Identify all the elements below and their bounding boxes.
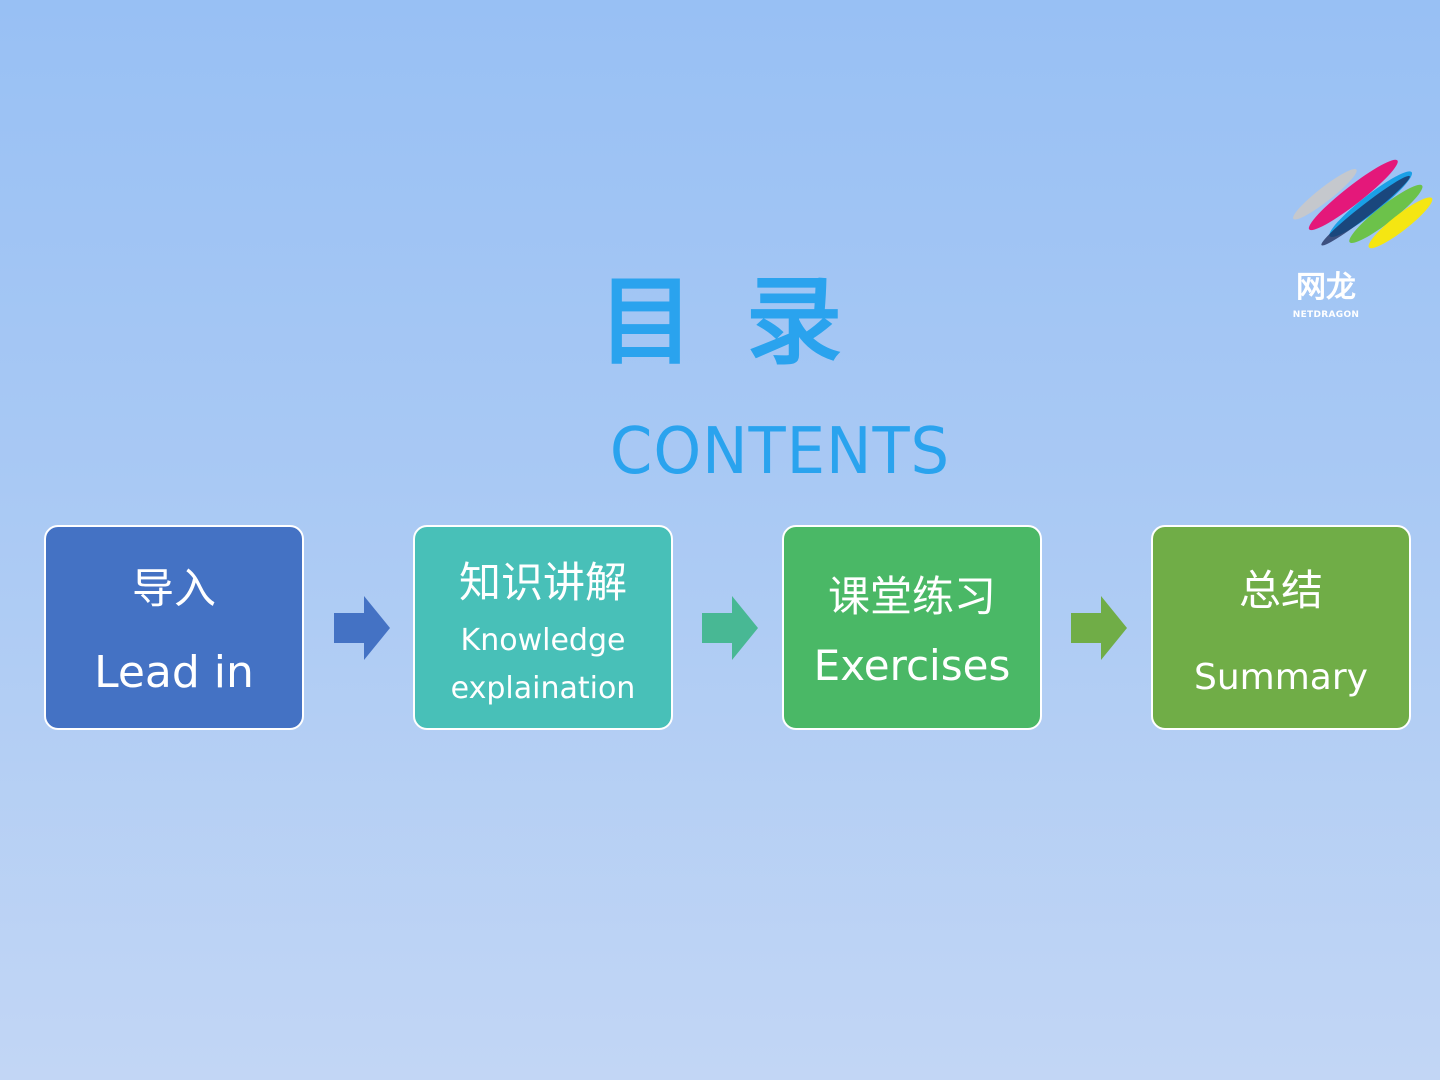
arrow-right-icon xyxy=(334,596,390,660)
netdragon-logo-icon xyxy=(1293,159,1433,249)
step-label-chinese: 导入 xyxy=(131,564,216,613)
step-label-english: Exercises xyxy=(813,641,1011,690)
step-label-english-line1: Knowledge xyxy=(460,623,626,658)
step-label-english-line2: explaination xyxy=(450,671,636,706)
flow-step-knowledge-explaination: 知识讲解 Knowledge explaination xyxy=(413,525,673,730)
step-label-chinese: 总结 xyxy=(1238,566,1323,615)
arrow-right-icon xyxy=(1071,596,1127,660)
step-label-english: Lead in xyxy=(94,647,254,698)
step-label-english: Summary xyxy=(1194,657,1368,698)
logo-text-chinese: 网龙 xyxy=(1296,270,1356,305)
logo-text-english: NETDRAGON xyxy=(1292,310,1360,320)
flow-step-exercises: 课堂练习 Exercises xyxy=(782,525,1042,730)
flow-step-summary: 总结 Summary xyxy=(1151,525,1411,730)
step-label-chinese: 知识讲解 xyxy=(458,558,627,607)
step-label-english: Knowledge explaination xyxy=(415,617,671,713)
flow-step-lead-in: 导入 Lead in xyxy=(44,525,304,730)
title-english: CONTENTS xyxy=(609,415,951,489)
title-chinese: 目录 xyxy=(598,266,894,378)
arrow-right-icon xyxy=(702,596,758,660)
step-label-chinese: 课堂练习 xyxy=(827,572,996,621)
